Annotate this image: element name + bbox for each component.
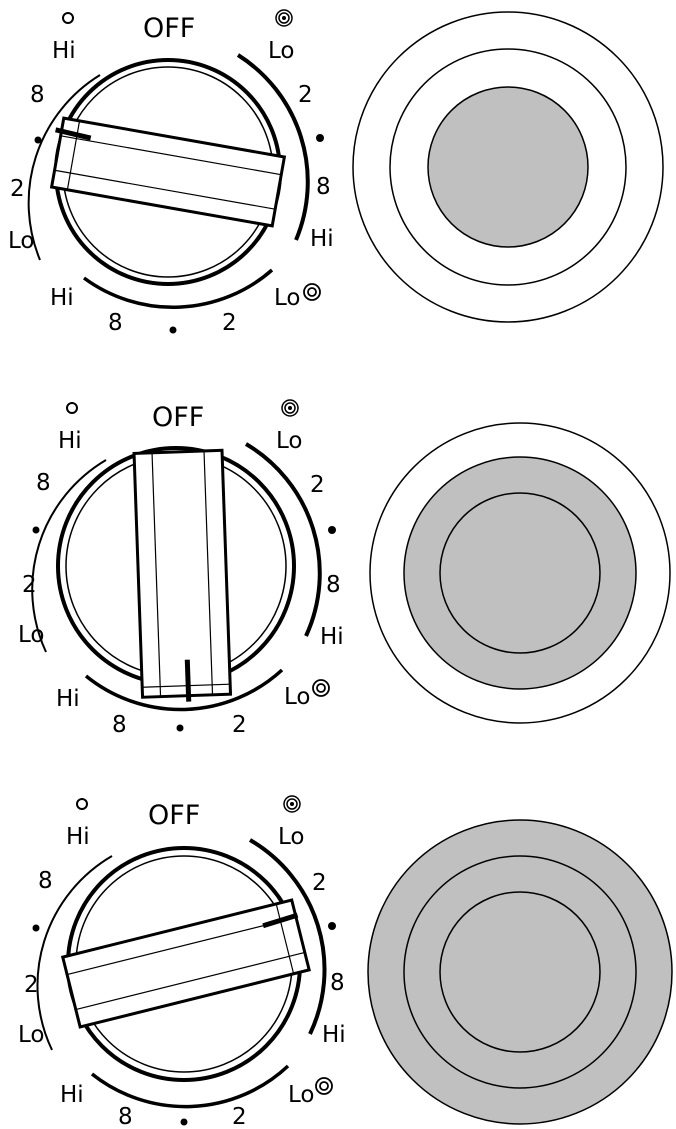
label-hi-top: Hi [58, 428, 82, 454]
knob-pointer-mark [55, 127, 92, 141]
inner-ring [439, 891, 601, 1053]
label-8-bottom: 8 [118, 1104, 133, 1129]
label-hi-right: Hi [310, 226, 334, 252]
label-lo-bottom: Lo [284, 684, 310, 710]
label-8-right: 8 [326, 572, 341, 598]
large-element-icon-bottom [303, 283, 321, 301]
label-lo-top: Lo [276, 428, 302, 454]
label-lo-bottom: Lo [288, 1082, 314, 1108]
scale-arc-bottom [84, 668, 284, 712]
small-element-icon [62, 12, 74, 24]
label-2-right: 2 [310, 472, 325, 498]
large-element-icon [281, 399, 299, 417]
dot-icon-left [34, 136, 42, 144]
label-8-left: 8 [30, 82, 45, 108]
label-lo-left: Lo [18, 1022, 44, 1048]
small-element-icon [76, 798, 88, 810]
label-off: OFF [143, 13, 195, 44]
large-element-icon [275, 9, 293, 27]
label-lo-bottom: Lo [274, 285, 300, 311]
label-off: OFF [152, 402, 204, 433]
label-8-left: 8 [38, 868, 53, 894]
label-8-right: 8 [330, 970, 345, 996]
large-element-icon-bottom [315, 1077, 333, 1095]
scale-arc-right [248, 838, 327, 1035]
scale-arc-left [36, 855, 113, 1051]
scale-arc-bottom [90, 1064, 290, 1109]
label-8-left: 8 [36, 470, 51, 496]
label-lo-top: Lo [268, 38, 294, 64]
row-1: Hi OFF Lo 8 2 Lo 2 8 Hi Hi 8 2 Lo [8, 9, 664, 336]
scale-arc-left [31, 459, 107, 653]
label-lo-left: Lo [18, 622, 44, 648]
inner-ring [427, 86, 589, 248]
label-8-bottom: 8 [108, 310, 123, 336]
label-hi-bottom: Hi [60, 1082, 84, 1108]
label-8-bottom: 8 [112, 712, 127, 738]
scale-arc-right [244, 442, 322, 637]
row-2: Hi OFF Lo 8 2 Lo 2 8 Hi Hi 8 2 Lo [18, 399, 671, 738]
label-2-left: 2 [22, 572, 37, 598]
label-2-left: 2 [10, 176, 25, 202]
label-lo-top: Lo [278, 824, 304, 850]
label-hi-right: Hi [322, 1022, 346, 1048]
large-element-icon [283, 795, 301, 813]
dot-icon-right [328, 526, 336, 534]
label-2-right: 2 [298, 82, 313, 108]
label-2-bottom: 2 [232, 1104, 247, 1129]
label-off: OFF [148, 800, 200, 831]
label-hi-right: Hi [320, 624, 344, 650]
label-2-right: 2 [312, 870, 327, 896]
scale-arc-right [236, 53, 310, 241]
label-2-left: 2 [24, 972, 39, 998]
burner-element [352, 11, 664, 323]
dot-icon-bottom [180, 1118, 188, 1126]
burner-element [367, 819, 673, 1125]
label-2-bottom: 2 [232, 712, 247, 738]
dot-icon-bottom [169, 326, 177, 334]
knob-pointer-mark [262, 912, 299, 929]
scale-arc-left [27, 74, 101, 261]
dot-icon-right [316, 134, 324, 142]
large-element-icon-bottom [312, 679, 330, 697]
dot-icon-bottom [176, 724, 184, 732]
label-lo-left: Lo [8, 228, 34, 254]
control-knob[interactable] [46, 58, 287, 286]
dot-icon-right [328, 922, 336, 930]
label-2-bottom: 2 [222, 310, 237, 336]
dot-icon-left [32, 924, 40, 932]
dot-icon-left [32, 526, 40, 534]
row-3: Hi OFF Lo 8 2 Lo 2 8 Hi Hi 8 2 Lo [18, 795, 673, 1129]
label-8-right: 8 [316, 174, 331, 200]
label-hi-bottom: Hi [50, 285, 74, 311]
label-hi-top: Hi [66, 824, 90, 850]
inner-ring [439, 492, 601, 654]
label-hi-bottom: Hi [56, 686, 80, 712]
small-element-icon [66, 402, 78, 414]
burner-element [369, 422, 671, 724]
control-knob[interactable] [60, 846, 311, 1082]
knob-pointer-mark [184, 659, 192, 702]
scale-arc-bottom [82, 268, 274, 309]
control-knob[interactable] [56, 446, 296, 703]
label-hi-top: Hi [52, 38, 76, 64]
